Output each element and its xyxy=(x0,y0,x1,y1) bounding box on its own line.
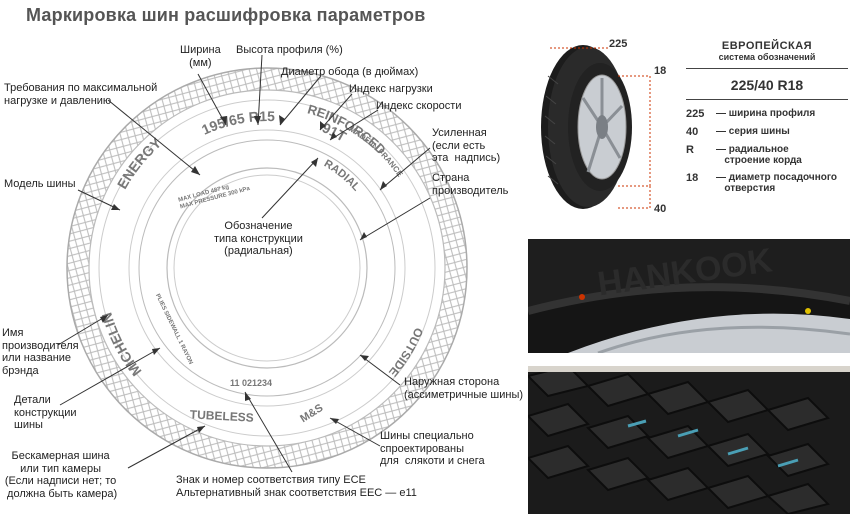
label-model: Модель шины xyxy=(4,178,76,190)
label-width: Ширина (мм) xyxy=(180,44,221,69)
eu-row: 18 — диаметр посадочного отверстия xyxy=(686,172,851,194)
label-country: Страна производитель xyxy=(432,172,509,197)
eu-row: 40 — серия шины xyxy=(686,126,851,138)
label-rim-diameter: Диаметр обода (в дюймах) xyxy=(281,66,419,78)
svg-text:11 021234: 11 021234 xyxy=(230,378,272,388)
label-brand: Имя производителя или название брэнда xyxy=(2,327,79,377)
dim-width-label: 225 xyxy=(609,38,628,50)
label-cord: Детали конструкции шины xyxy=(14,394,77,431)
eu-row-text: — ширина профиля xyxy=(716,108,816,119)
label-ms: Шины специально спроектированы для сляко… xyxy=(380,430,485,467)
tyre-photo xyxy=(541,45,651,209)
eu-row-key: 40 xyxy=(686,126,699,138)
tyre-ece-mark: 11 021234 xyxy=(230,378,272,388)
label-max-requirements: Требования по максимальной нагрузке и да… xyxy=(4,82,158,107)
eu-heading: ЕВРОПЕЙСКАЯ xyxy=(721,40,813,52)
eu-row-key: 225 xyxy=(686,108,705,120)
eu-row-key: 18 xyxy=(686,172,699,184)
eu-row-text: — радиальное строение корда xyxy=(716,144,802,166)
dim-series-label: 40 xyxy=(654,203,667,215)
eu-legend: 225 — ширина профиля 40 — серия шины R — ра… xyxy=(686,108,851,200)
sidewall-photo: HANKOOK xyxy=(528,239,850,353)
label-tubeless: Бескамерная шина или тип камеры (Если на… xyxy=(4,450,118,500)
eu-row: 225 — ширина профиля xyxy=(686,108,851,120)
label-construction: Обозначение типа конструкции (радиальная… xyxy=(214,220,303,257)
label-load-index: Индекс нагрузки xyxy=(349,83,433,95)
eu-system-header: ЕВРОПЕЙСКАЯ система обозначений 225/40 R… xyxy=(686,40,848,100)
eu-row-text: — серия шины xyxy=(716,126,790,137)
tread-photo xyxy=(528,366,850,514)
label-profile-height: Высота профиля (%) xyxy=(236,44,343,56)
eu-row-key: R xyxy=(686,144,694,156)
dim-rim-label: 18 xyxy=(654,65,667,77)
eu-subheading: система обозначений xyxy=(718,52,816,62)
eu-row-text: — диаметр посадочного отверстия xyxy=(716,172,838,194)
eu-row: R — радиальное строение корда xyxy=(686,144,851,166)
label-reinforced: Усиленная (если есть эта надпись) xyxy=(432,127,501,164)
label-speed-index: Индекс скорости xyxy=(376,100,462,112)
tyre-sidewall-diagram: 195/65 R15 91T RADIAL REINFORCED MADE IN… xyxy=(57,54,468,473)
eu-code: 225/40 R18 xyxy=(730,77,804,93)
svg-text:TUBELESS: TUBELESS xyxy=(189,407,254,424)
page-title: Маркировка шин расшифровка параметров xyxy=(26,5,426,25)
label-outside: Наружная сторона (ассиметричные шины) xyxy=(404,376,524,401)
tyre-bead xyxy=(166,167,368,369)
tyre-tubeless-mark: TUBELESS xyxy=(189,407,254,424)
label-ece: Знак и номер соответствия типу ЕСЕ Альте… xyxy=(176,474,417,499)
